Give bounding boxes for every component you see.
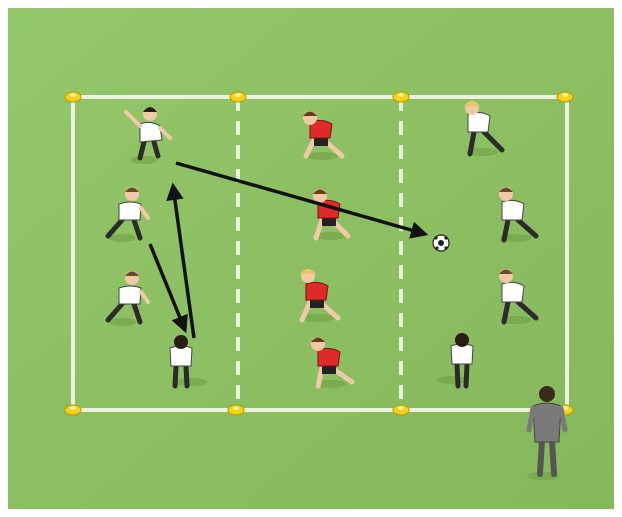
cone-icon bbox=[557, 92, 573, 102]
soccer-ball-icon bbox=[433, 235, 449, 251]
cone-icon bbox=[65, 405, 81, 415]
cone-icon bbox=[393, 92, 409, 102]
pitch-grass bbox=[8, 8, 614, 509]
cone-icon bbox=[65, 92, 81, 102]
cone-icon bbox=[393, 405, 409, 415]
cone-icon bbox=[228, 405, 244, 415]
cone-icon bbox=[230, 92, 246, 102]
